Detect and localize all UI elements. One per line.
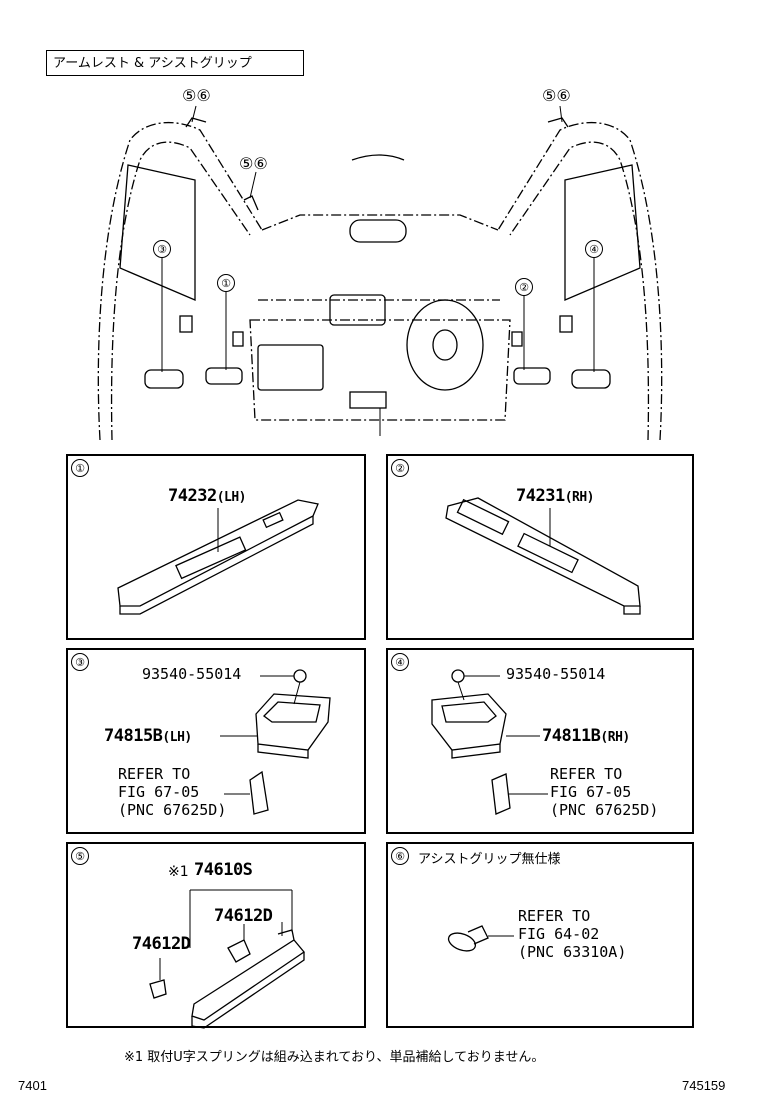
refer-line-3: (PNC 67625D) — [550, 801, 659, 819]
panel-3: ③ 93540-55014 74815B(LH) REFER TO FIG 67… — [66, 648, 366, 834]
callout-3: ③ — [153, 240, 171, 258]
refer-line-1: REFER TO — [518, 907, 591, 925]
part-number-74612d-b: 74612D — [132, 934, 191, 954]
panel-5: ⑤ ※1 74610S 74612D 74612D — [66, 842, 366, 1029]
section-title: アームレスト & アシストグリップ — [46, 50, 304, 76]
part-number-74815b: 74815B(LH) — [104, 726, 192, 746]
refer-line-3: (PNC 63310A) — [518, 943, 627, 961]
refer-line-2: FIG 64-02 — [518, 925, 600, 943]
cup-holder-rh-drawing — [431, 669, 548, 815]
footnote: ※1 取付U字スプリングは組み込まれており、単品補給しておりません。 — [124, 1050, 545, 1065]
panel-4: ④ 93540-55014 74811B(RH) REFER TO FIG 67… — [386, 648, 694, 834]
footer-page-code: 7401 — [18, 1078, 47, 1093]
panel-1-number: ① — [71, 459, 89, 477]
panel-1: ① 74232(LH) — [66, 454, 366, 640]
part-number-74612d-a: 74612D — [214, 906, 273, 926]
part-number-74231: 74231(RH) — [516, 486, 595, 506]
part-number-74811b: 74811B(RH) — [542, 726, 630, 746]
refer-line-1: REFER TO — [118, 765, 191, 783]
callout-5-6-left: ⑤⑥ — [182, 86, 211, 105]
cap-drawing — [447, 925, 514, 952]
callout-2: ② — [515, 278, 533, 296]
panel-4-number: ④ — [391, 653, 409, 671]
screw-part-number: 93540-55014 — [142, 665, 242, 683]
assist-grip-drawing — [149, 889, 305, 1029]
panel-2: ② 74231(RH) — [386, 454, 694, 640]
armrest-rh-drawing — [445, 497, 641, 615]
callout-1: ① — [217, 274, 235, 292]
screw-part-number: 93540-55014 — [506, 665, 606, 683]
vehicle-interior-overview — [97, 105, 663, 441]
panel-5-number: ⑤ — [71, 847, 89, 865]
panel-2-number: ② — [391, 459, 409, 477]
refer-line-2: FIG 67-05 — [550, 783, 632, 801]
no-assist-grip-caption: アシストグリップ無仕様 — [418, 852, 561, 867]
note-mark: ※1 — [168, 864, 189, 880]
part-number-74232: 74232(LH) — [168, 486, 247, 506]
part-number-74610s: 74610S — [194, 860, 253, 880]
panel-6-number: ⑥ — [391, 847, 409, 865]
refer-line-2: FIG 67-05 — [118, 783, 200, 801]
callout-4: ④ — [585, 240, 603, 258]
cup-holder-lh-drawing — [220, 669, 331, 815]
armrest-lh-drawing — [117, 499, 319, 615]
footer-illustration-code: 745159 — [682, 1078, 726, 1093]
callout-5-6-right: ⑤⑥ — [542, 86, 571, 105]
refer-line-1: REFER TO — [550, 765, 623, 783]
callout-5-6-center: ⑤⑥ — [239, 154, 268, 173]
refer-line-3: (PNC 67625D) — [118, 801, 227, 819]
panel-6: ⑥ アシストグリップ無仕様 REFER TO FIG 64-02 (PNC 63… — [386, 842, 694, 1028]
panel-3-number: ③ — [71, 653, 89, 671]
